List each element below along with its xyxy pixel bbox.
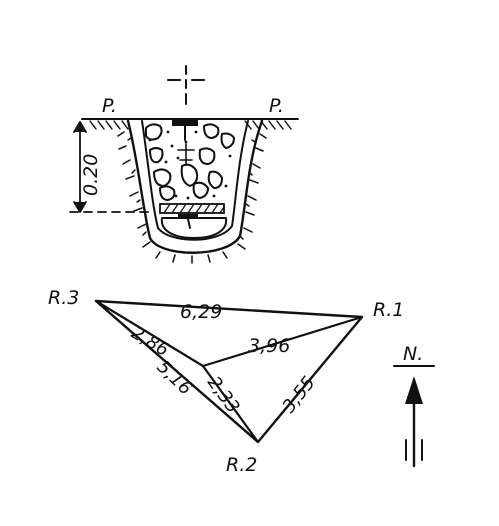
bottom-plate: [178, 214, 198, 219]
north-arrow-icon: [393, 365, 435, 468]
stone-fill: [145, 123, 235, 201]
marker-right-label: P.: [269, 95, 284, 117]
line-center-r2: [201, 364, 260, 444]
center-mark: [177, 143, 195, 165]
depth-dimension: [69, 121, 153, 213]
distance-r1-center: 3,96: [248, 335, 290, 357]
trench-inner-wall: [141, 120, 249, 241]
earth-texture: [117, 131, 267, 264]
station-r3-label: R.3: [48, 287, 79, 309]
north-label: N.: [403, 343, 423, 365]
marker-left-label: P.: [102, 95, 117, 117]
distance-r3-r1: 6,29: [180, 301, 222, 323]
distance-r3-r2: 5,16: [153, 356, 196, 399]
distance-center-r2: 2,33: [203, 373, 244, 418]
station-r2-label: R.2: [226, 454, 257, 476]
ground-hatching: [89, 120, 292, 130]
line-r3-center: [94, 299, 205, 368]
trench-cross-section: 0.20 P. P.: [69, 65, 299, 264]
crosshair-symbol: [167, 65, 205, 105]
gravel-dots: [148, 130, 232, 200]
top-plate: [172, 119, 198, 126]
trench-outer-wall: [126, 119, 264, 254]
survey-triangle: [94, 299, 364, 444]
station-r1-label: R.1: [373, 299, 404, 321]
bottom-pipe: [160, 217, 228, 239]
depth-label: 0.20: [80, 154, 102, 196]
bottom-plate-stem: [187, 218, 191, 229]
bottom-hatched-layer: [159, 203, 225, 214]
line-r1-center: [201, 315, 364, 368]
distance-r3-center: 2,86: [127, 322, 172, 361]
triangle-outline: [94, 299, 364, 444]
